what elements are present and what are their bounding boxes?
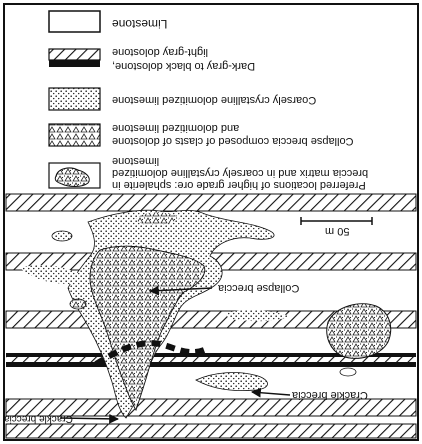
- crackle-breccia-right-label: Crackle breccia: [292, 389, 368, 401]
- collapse-breccia-right-pod: [326, 303, 392, 359]
- legend-limestone-label: Limestone: [112, 17, 168, 31]
- legend-ore-blob: [54, 167, 90, 187]
- legend: [48, 10, 101, 189]
- legend-swatch-collapse-breccia: [48, 123, 101, 147]
- legend-swatch-coarse: [48, 87, 101, 111]
- scale-bar: [300, 217, 373, 225]
- crackle-breccia-left-label: Crackle breccia: [4, 413, 73, 424]
- legend-preferred-label-line2: breccia matrix and in coarsely crystalli…: [112, 167, 369, 179]
- coarse-dolomite-left-tongue: [20, 265, 81, 284]
- legend-swatch-dark-dolostone: [49, 60, 100, 67]
- dolostone-layer-bottom: [5, 423, 417, 439]
- dolostone-layer-lower: [5, 398, 417, 417]
- ore-blob-3: [339, 367, 357, 377]
- collapse-breccia-body: [89, 245, 206, 412]
- ore-zone-dashed-trace: [94, 340, 206, 367]
- dolostone-layer-dark-inner: [6, 357, 416, 362]
- legend-light-dolostone-label: light-gray dolostone: [112, 46, 209, 58]
- cross-section: [5, 193, 417, 439]
- legend-preferred-label-line1: Preferred locations of higher grade ore:…: [112, 179, 366, 191]
- collapse-breccia-label: Collapse breccia: [218, 282, 300, 294]
- collapse-breccia-arrow: [149, 285, 213, 296]
- legend-collapse-label-line2: Collapse breccia composed of clasts of d…: [112, 135, 354, 147]
- crackle-breccia-right-arrow: [251, 387, 291, 398]
- coarse-dolomite-right-tongue: [226, 309, 290, 322]
- dolostone-layer-top: [5, 193, 417, 212]
- ore-blob-1: [69, 298, 87, 310]
- ore-blob-2: [51, 230, 73, 242]
- legend-swatch-limestone: [48, 10, 101, 33]
- legend-preferred-label-line3: limestone: [112, 155, 160, 167]
- collapse-breccia-upper-lens: [136, 212, 180, 225]
- legend-swatch-light-dolostone: [48, 48, 101, 61]
- crackle-breccia-right: [195, 372, 268, 392]
- legend-dark-dolostone-label: Dark-gray to black dolostone,: [112, 60, 256, 72]
- crackle-breccia-left-arrow: [59, 413, 119, 424]
- legend-collapse-label-line1: and dolomitized limestone: [112, 122, 240, 134]
- scale-bar-label: 50 m: [325, 225, 350, 237]
- legend-coarse-label: Coarsely crystalline dolomitized limesto…: [112, 94, 317, 106]
